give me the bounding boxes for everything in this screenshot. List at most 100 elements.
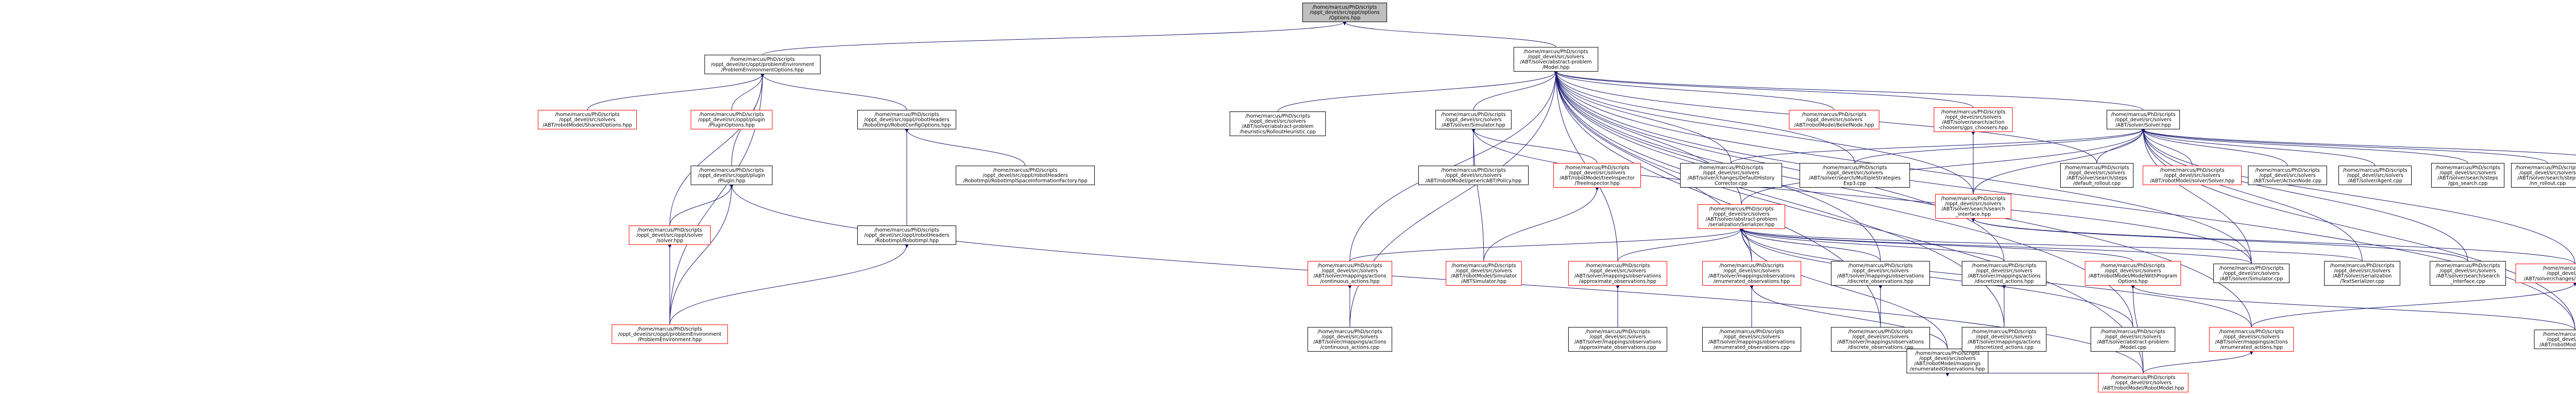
- graph-node-n27[interactable]: /home/marcus/PhD/scripts/oppt_devel/src/…: [629, 225, 711, 245]
- edge-n18-n33: [1739, 228, 1881, 261]
- edge-n1-n2: [762, 21, 1347, 56]
- node-label-line: /default_rollout.cpp: [2073, 180, 2121, 186]
- edge-n3-n41: [1349, 71, 1558, 327]
- graph-node-n47[interactable]: /home/marcus/PhD/scripts/oppt_devel/src/…: [2090, 327, 2176, 352]
- graph-node-n42[interactable]: /home/marcus/PhD/scripts/oppt_devel/src/…: [1568, 327, 1668, 352]
- graph-node-n19[interactable]: /home/marcus/PhD/scripts/oppt_devel/src/…: [1935, 194, 2011, 219]
- graph-node-n20[interactable]: /home/marcus/PhD/scripts/oppt_devel/src/…: [2060, 163, 2134, 188]
- graph-node-n38[interactable]: /home/marcus/PhD/scripts/oppt_devel/src/…: [2430, 261, 2506, 286]
- graph-node-n16[interactable]: /home/marcus/PhD/scripts/oppt_devel/src/…: [1680, 163, 1782, 188]
- node-label-line: /ABT/solver/search/action: [1942, 120, 2004, 125]
- graph-node-n12[interactable]: /home/marcus/PhD/scripts/oppt_devel/src/…: [690, 166, 773, 185]
- node-box: [612, 324, 728, 344]
- graph-node-n36[interactable]: /home/marcus/PhD/scripts/oppt_devel/src/…: [2213, 264, 2290, 283]
- node-label-line: /ABT/robotModel/mappings: [1914, 361, 1981, 367]
- graph-node-n7[interactable]: /home/marcus/PhD/scripts/oppt_devel/src/…: [1229, 111, 1326, 136]
- graph-node-n8[interactable]: /home/marcus/PhD/scripts/oppt_devel/src/…: [1435, 110, 1512, 129]
- graph-node-n29[interactable]: /home/marcus/PhD/scripts/oppt_devel/src/…: [1307, 261, 1393, 286]
- node-label-line: /home/marcus/PhD/scripts: [555, 112, 619, 118]
- node-label-line: /oppt_devel/src/solvers: [1589, 334, 1646, 340]
- graph-node-n18[interactable]: /home/marcus/PhD/scripts/oppt_devel/src/…: [1698, 204, 1785, 229]
- edge-n12-n40: [669, 185, 734, 325]
- node-box: [1799, 163, 1910, 188]
- graph-node-n23[interactable]: /home/marcus/PhD/scripts/oppt_devel/src/…: [2338, 166, 2412, 185]
- edge-n12-n50: [730, 185, 2144, 373]
- node-label-line: /home/marcus/PhD/scripts: [2543, 332, 2576, 337]
- node-label-line: /ABT/robotModel/genericABT/Policy.hpp: [1426, 178, 1522, 184]
- node-label-line: /ABT/solver/search/steps: [2517, 175, 2576, 181]
- graph-node-n3[interactable]: /home/marcus/PhD/scripts/oppt_devel/src/…: [1513, 47, 1599, 72]
- graph-node-n9[interactable]: /home/marcus/PhD/scripts/oppt_devel/src/…: [1789, 110, 1879, 129]
- graph-node-n11[interactable]: /home/marcus/PhD/scripts/oppt_devel/src/…: [2106, 110, 2180, 129]
- node-label-line: /oppt_devel/src/solvers: [2069, 170, 2125, 176]
- node-box: [857, 225, 957, 245]
- node-label-line: /ABT/solver/mappings/observations: [1574, 339, 1661, 345]
- graph-node-n14[interactable]: /home/marcus/PhD/scripts/oppt_devel/src/…: [1418, 166, 1529, 185]
- graph-node-n22[interactable]: /home/marcus/PhD/scripts/oppt_devel/src/…: [2248, 166, 2327, 185]
- node-label-line: /home/marcus/PhD/scripts: [1585, 263, 1650, 269]
- edge-n18-n29: [1349, 228, 1743, 262]
- node-box: [1680, 163, 1782, 188]
- graph-node-n48[interactable]: /home/marcus/PhD/scripts/oppt_devel/src/…: [2209, 327, 2294, 352]
- edge-n15-n30: [1483, 187, 1599, 261]
- graph-node-n6[interactable]: /home/marcus/PhD/scripts/oppt_devel/src/…: [857, 110, 957, 129]
- node-label-line: /oppt_devel/src/solvers: [1945, 201, 2002, 207]
- node-label-line: /home/marcus/PhD/scripts: [2219, 266, 2283, 271]
- graph-node-n15[interactable]: /home/marcus/PhD/scripts/oppt_devel/src/…: [1553, 163, 1641, 188]
- node-label-line: /PluginOptions.hpp: [708, 122, 755, 128]
- node-label-line: /oppt_devel/src/oppt/problemEnvironment: [711, 62, 815, 68]
- node-box: [690, 110, 773, 129]
- node-label-line: /ABT/solver/abstract-problem: [1242, 124, 1313, 129]
- node-box: [1307, 261, 1393, 286]
- graph-node-n21[interactable]: /home/marcus/PhD/scripts/oppt_devel/src/…: [2142, 166, 2242, 185]
- graph-node-n39[interactable]: /home/marcus/PhD/scripts/oppt_devel/src/…: [2515, 264, 2576, 283]
- graph-node-n44[interactable]: /home/marcus/PhD/scripts/oppt_devel/src/…: [1831, 327, 1930, 352]
- node-box: [2209, 327, 2294, 352]
- graph-node-n31[interactable]: /home/marcus/PhD/scripts/oppt_devel/src/…: [1568, 261, 1668, 286]
- graph-node-n40[interactable]: /home/marcus/PhD/scripts/oppt_devel/src/…: [612, 324, 728, 344]
- node-label-line: /home/marcus/PhD/scripts: [874, 227, 939, 233]
- graph-node-n41[interactable]: /home/marcus/PhD/scripts/oppt_devel/src/…: [1307, 327, 1393, 352]
- node-label-line: /ABT/solver/mappings/actions: [1313, 339, 1386, 345]
- graph-node-n5[interactable]: /home/marcus/PhD/scripts/oppt_devel/src/…: [690, 110, 773, 129]
- edge-n1-n3: [1343, 21, 1556, 48]
- graph-node-n17[interactable]: /home/marcus/PhD/scripts/oppt_devel/src/…: [1799, 163, 1910, 188]
- node-label-line: /approximate_observations.cpp: [1579, 344, 1656, 350]
- node-label-line: /ProblemEnvironmentOptions.hpp: [721, 67, 804, 73]
- graph-node-n49[interactable]: /home/marcus/PhD/scripts/oppt_devel/src/…: [2534, 330, 2576, 349]
- graph-node-n30[interactable]: /home/marcus/PhD/scripts/oppt_devel/src/…: [1446, 261, 1522, 286]
- graph-node-n4[interactable]: /home/marcus/PhD/scripts/oppt_devel/src/…: [537, 110, 637, 129]
- edge-n19-n39: [1971, 218, 2575, 264]
- edge-n18-n47: [1739, 228, 2133, 327]
- node-label-line: /oppt_devel/src/solvers: [559, 117, 616, 123]
- node-label-line: /home/marcus/PhD/scripts: [1972, 263, 2036, 269]
- graph-node-n10[interactable]: /home/marcus/PhD/scripts/oppt_devel/src/…: [1934, 107, 2013, 132]
- graph-node-n13[interactable]: /home/marcus/PhD/scripts/oppt_devel/src/…: [956, 166, 1095, 185]
- graph-node-n32[interactable]: /home/marcus/PhD/scripts/oppt_devel/src/…: [1702, 261, 1802, 286]
- node-box: [2060, 163, 2134, 188]
- graph-node-n43[interactable]: /home/marcus/PhD/scripts/oppt_devel/src/…: [1702, 327, 1802, 352]
- node-label-line: /ABT/solver/search/steps: [2066, 175, 2127, 181]
- graph-node-n50[interactable]: /home/marcus/PhD/scripts/oppt_devel/src/…: [2098, 373, 2189, 392]
- graph-node-n34[interactable]: /home/marcus/PhD/scripts/oppt_devel/src/…: [1961, 261, 2047, 286]
- edge-n11-n16: [1731, 128, 2145, 164]
- node-label-line: /ABT/solver/mappings/observations: [1708, 339, 1795, 345]
- node-label-line: /ABT/solver/changes/DefaultHistory: [1688, 175, 1775, 181]
- graph-node-n2[interactable]: /home/marcus/PhD/scripts/oppt_devel/src/…: [704, 55, 821, 74]
- graph-node-n24[interactable]: /home/marcus/PhD/scripts/oppt_devel/src/…: [2431, 163, 2505, 188]
- node-label-line: /home/marcus/PhD/scripts: [730, 57, 794, 62]
- node-box: [2248, 166, 2327, 185]
- graph-node-n26[interactable]: /home/marcus/PhD/scripts/oppt_devel/src/…: [2511, 163, 2576, 188]
- graph-node-n37[interactable]: /home/marcus/PhD/scripts/oppt_devel/src/…: [2324, 261, 2400, 286]
- graph-node-n46[interactable]: /home/marcus/PhD/scripts/oppt_devel/src/…: [1961, 327, 2047, 352]
- node-label-line: /ABT/solver/mappings/actions: [1968, 339, 2040, 345]
- graph-node-n28[interactable]: /home/marcus/PhD/scripts/oppt_devel/src/…: [857, 225, 957, 245]
- node-box: [1307, 327, 1393, 352]
- node-label-line: /oppt_devel/src/solvers: [1455, 268, 1512, 274]
- graph-node-n35[interactable]: /home/marcus/PhD/scripts/oppt_devel/src/…: [2084, 261, 2181, 286]
- graph-node-n45[interactable]: /home/marcus/PhD/scripts/oppt_devel/src/…: [1906, 349, 1989, 373]
- node-label-line: /ABT/robotModel/RobotModel.hpp: [2102, 385, 2184, 391]
- node-label-line: /oppt_devel/src/solvers: [1445, 173, 1502, 178]
- node-label-line: /home/marcus/PhD/scripts: [1565, 165, 1629, 171]
- graph-node-n33[interactable]: /home/marcus/PhD/scripts/oppt_devel/src/…: [1831, 261, 1930, 286]
